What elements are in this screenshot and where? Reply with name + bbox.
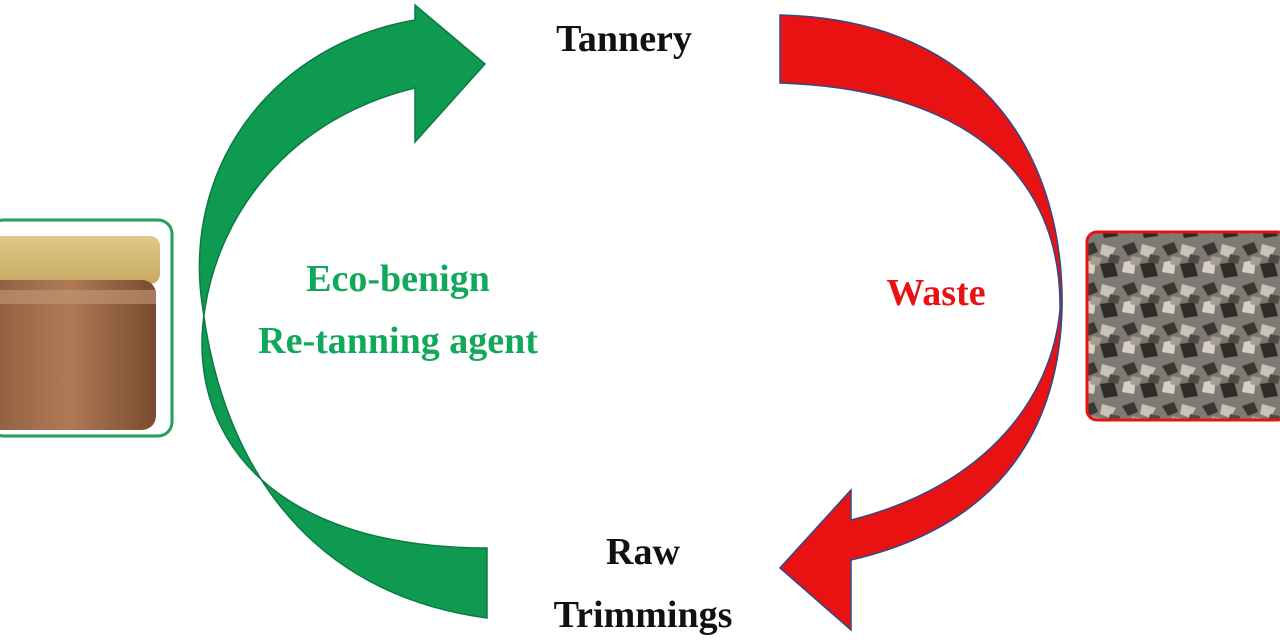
waste-label: Waste — [886, 272, 986, 314]
leather-waste-image — [1085, 230, 1280, 422]
raw-trimmings-label-line2: Trimmings — [553, 594, 733, 636]
retanning-agent-jar-image — [0, 218, 174, 438]
retanning-agent-label-line1: Eco-benign — [306, 258, 490, 300]
green-return-arrow — [198, 3, 488, 619]
red-waste-arrow — [778, 14, 1063, 632]
retanning-agent-label-line2: Re-tanning agent — [258, 320, 538, 362]
tannery-label: Tannery — [556, 18, 692, 60]
raw-trimmings-label-line1: Raw — [606, 531, 680, 573]
